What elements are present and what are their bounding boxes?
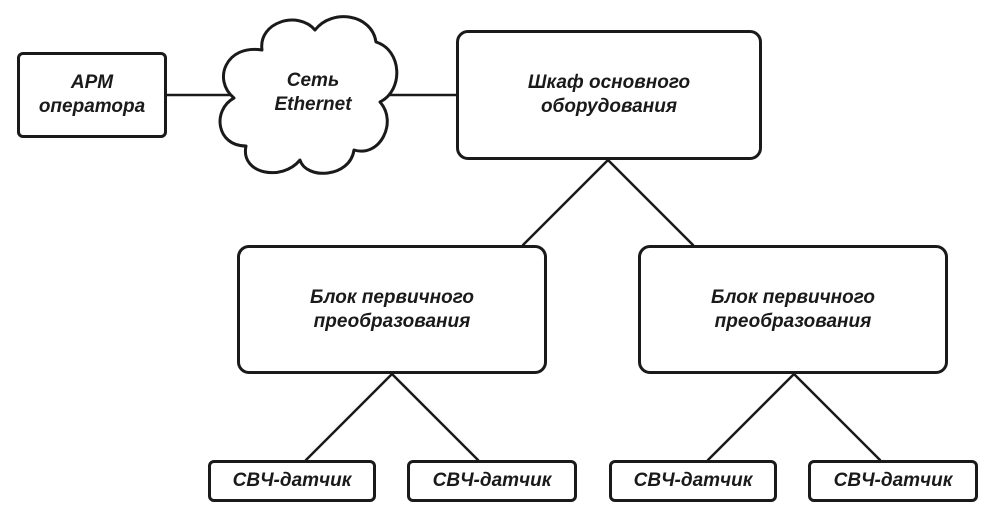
converter-right-label-line2: преобразования — [714, 310, 872, 332]
network-label-line1: Сеть — [286, 70, 340, 92]
sensor-label: СВЧ-датчик — [633, 470, 753, 492]
connector-converter-right-sensor-3 — [706, 372, 796, 462]
cabinet-box: Шкаф основного оборудования — [456, 30, 762, 160]
cabinet-label-line2: оборудования — [540, 96, 678, 117]
connector-converter-right-sensor-4 — [792, 372, 882, 462]
sensor-box-1: СВЧ-датчик — [208, 460, 376, 502]
cloud-shape — [218, 15, 399, 175]
converter-box-right: Блок первичного преобразования — [638, 245, 948, 374]
connector-cabinet-converter-left — [521, 158, 610, 247]
connector-converter-left-sensor-1 — [304, 372, 394, 462]
sensor-label: СВЧ-датчик — [232, 470, 352, 492]
sensor-box-4: СВЧ-датчик — [808, 460, 978, 502]
connector-cabinet-converter-right — [606, 158, 695, 247]
connector-converter-left-sensor-2 — [390, 372, 480, 462]
network-label: Сеть Ethernet — [248, 58, 378, 128]
cabinet-label-line1: Шкаф основного — [527, 72, 691, 94]
workstation-label-line1: АРМ — [70, 72, 114, 94]
network-label-line2: Ethernet — [274, 94, 352, 115]
converter-left-label-line1: Блок первичного — [309, 286, 475, 308]
sensor-label: СВЧ-датчик — [432, 470, 552, 492]
sensor-label: СВЧ-датчик — [833, 470, 953, 492]
sensor-box-2: СВЧ-датчик — [407, 460, 577, 502]
workstation-label-line2: оператора — [38, 96, 146, 117]
converter-right-label-line1: Блок первичного — [710, 286, 876, 308]
converter-box-left: Блок первичного преобразования — [237, 245, 547, 374]
sensor-box-3: СВЧ-датчик — [609, 460, 777, 502]
converter-left-label-line2: преобразования — [313, 310, 471, 332]
workstation-box: АРМ оператора — [17, 52, 167, 138]
